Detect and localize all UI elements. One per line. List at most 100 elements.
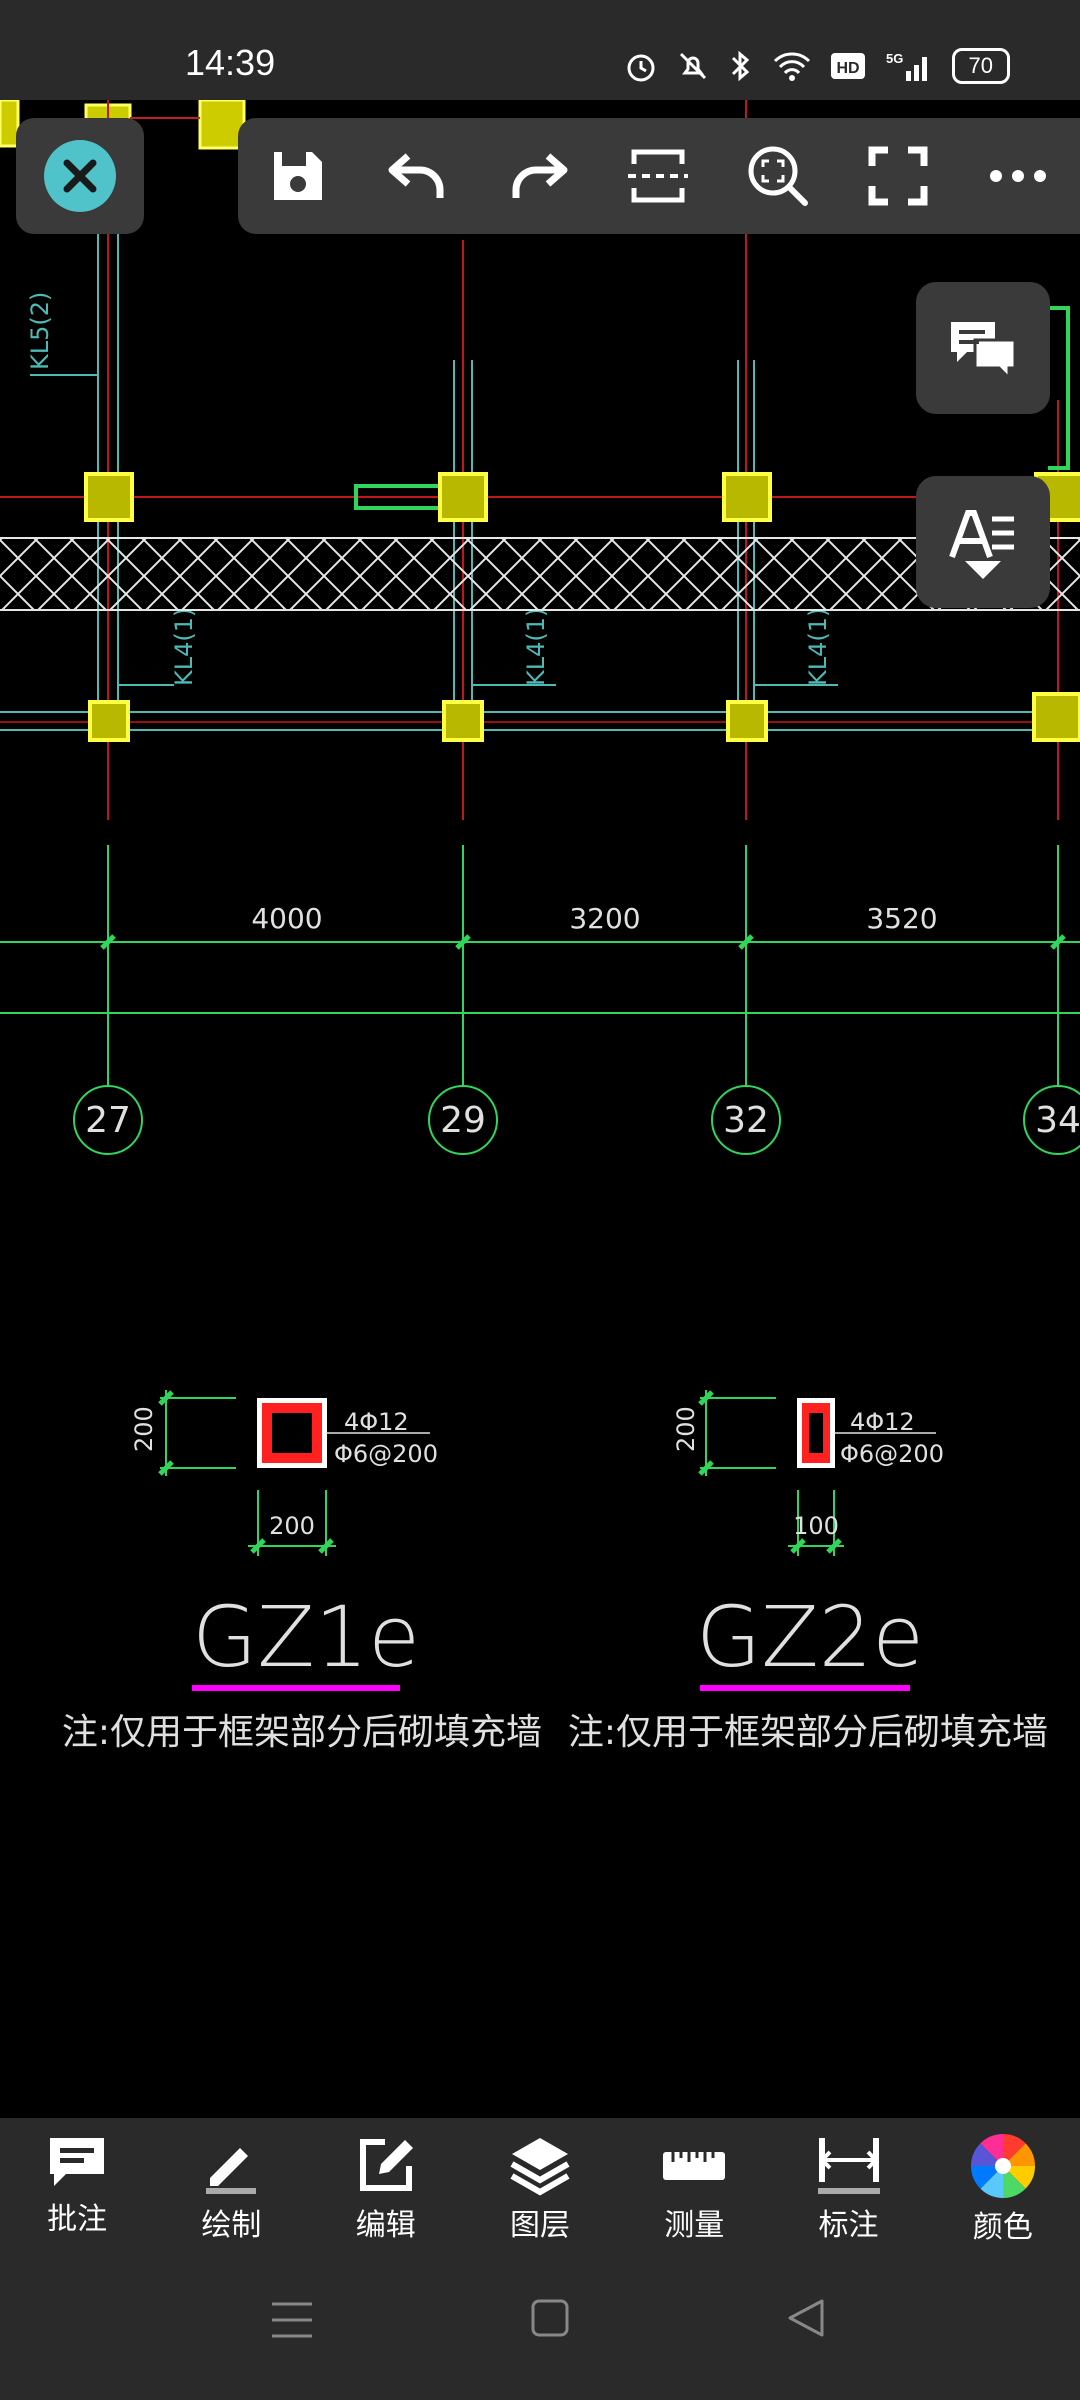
detail-gz2e: 200 4Φ12 Φ6@200 100 GZ2e 注:仅用于框架部分后砌填充墙	[568, 1390, 1048, 1753]
dimension-label: 4000	[251, 902, 322, 935]
tab-label: 颜色	[972, 2210, 1033, 2245]
tab-draw[interactable]: 绘制	[156, 2118, 306, 2248]
column-marker	[438, 472, 488, 522]
status-time: 14:39	[185, 42, 276, 83]
zoom-extent-button[interactable]	[718, 118, 838, 234]
comments-icon	[951, 322, 1017, 380]
axis-number: 29	[440, 1100, 486, 1141]
alarm-icon	[627, 54, 655, 82]
color-wheel-icon	[970, 2134, 1035, 2198]
more-button[interactable]	[958, 118, 1078, 234]
axis-number: 32	[723, 1100, 769, 1141]
text-style-button[interactable]	[916, 476, 1050, 608]
tab-label: 测量	[664, 2208, 725, 2243]
detail-gz1e: 200 4Φ12 Φ6@200 200 GZ1e 注:仅用于框架部分后砌填充墙	[62, 1390, 542, 1753]
column-marker	[88, 700, 130, 742]
axis-bubble	[73, 1085, 143, 1155]
tab-layers[interactable]: 图层	[465, 2118, 615, 2248]
axis-bubble	[711, 1085, 781, 1155]
dimension-icon	[817, 2138, 880, 2194]
undo-button[interactable]	[358, 118, 478, 234]
redo-button[interactable]	[478, 118, 598, 234]
column-marker	[442, 700, 484, 742]
axis-number: 34	[1035, 1100, 1080, 1141]
tab-label: 标注	[818, 2208, 879, 2243]
more-icon	[990, 170, 1046, 182]
column-marker	[84, 472, 134, 522]
undo-icon	[388, 153, 444, 198]
comments-button[interactable]	[916, 282, 1050, 414]
back-icon[interactable]	[786, 2298, 826, 2338]
dimension-label: 200	[672, 1406, 700, 1452]
annotate-icon	[50, 2138, 105, 2186]
svg-text:5G: 5G	[886, 51, 903, 66]
signal-5g-icon: 5G	[886, 51, 927, 81]
redo-icon	[512, 153, 568, 198]
rebar-main-label: 4Φ12	[850, 1408, 915, 1436]
hd-icon: HD	[830, 53, 865, 79]
crop-region-icon	[628, 149, 688, 203]
detail-note: 注:仅用于框架部分后砌填充墙	[568, 1712, 1048, 1753]
rebar-stirrup-label: Φ6@200	[840, 1440, 944, 1468]
axis-number: 27	[85, 1100, 131, 1141]
beam-label: KL5(2)	[26, 292, 54, 370]
tab-annotate[interactable]: 批注	[2, 2118, 152, 2248]
dimension-label: 3520	[866, 902, 937, 935]
svg-text:HD: HD	[836, 60, 859, 77]
layers-icon	[510, 2138, 570, 2196]
measure-icon	[663, 2152, 726, 2180]
bluetooth-icon	[731, 50, 749, 82]
dimension-label: 3200	[569, 902, 640, 935]
detail-title: GZ1e	[192, 1588, 420, 1686]
rebar-stirrup-label: Φ6@200	[334, 1440, 438, 1468]
tab-dimension[interactable]: 标注	[774, 2118, 924, 2248]
close-button[interactable]	[16, 118, 144, 234]
tab-label: 图层	[509, 2208, 570, 2243]
battery-indicator: 70	[951, 48, 1010, 84]
detail-note: 注:仅用于框架部分后砌填充墙	[62, 1712, 542, 1753]
tab-color[interactable]: 颜色	[928, 2118, 1078, 2248]
mute-icon	[679, 52, 706, 80]
dimension-label: 200	[269, 1512, 315, 1540]
axis-bubble	[428, 1085, 498, 1155]
region-select-button[interactable]	[598, 118, 718, 234]
column-marker	[1032, 692, 1080, 742]
detail-title: GZ2e	[696, 1588, 924, 1686]
fullscreen-button[interactable]	[838, 118, 958, 234]
menu-icon[interactable]	[270, 2300, 314, 2340]
home-icon[interactable]	[530, 2298, 570, 2338]
wifi-icon	[773, 52, 810, 81]
column-marker	[198, 100, 246, 150]
tab-label: 绘制	[201, 2208, 262, 2243]
hatched-wall	[0, 538, 1080, 610]
system-nav-bar	[0, 2248, 1080, 2400]
cad-canvas[interactable]: KL5(2) KL4(1) KL4(1) KL4(1) 4000 3200 35…	[0, 100, 1080, 2118]
edit-icon	[359, 2139, 413, 2191]
close-icon	[44, 140, 116, 212]
beam-label: KL4(1)	[522, 608, 550, 686]
column-marker	[722, 472, 772, 522]
zoom-extent-icon	[748, 146, 808, 206]
beam-label: KL4(1)	[804, 608, 832, 686]
axis-bubble	[1023, 1085, 1080, 1155]
top-toolbar	[238, 118, 1080, 234]
status-icons: HD 5G 70	[624, 48, 1010, 84]
tab-label: 批注	[47, 2202, 108, 2237]
save-button[interactable]	[238, 118, 358, 234]
dimension-label: 100	[793, 1512, 839, 1540]
beam-label: KL4(1)	[170, 608, 198, 686]
chevron-down-icon	[965, 561, 1001, 579]
bottom-tab-bar: 批注 绘制 编辑 图层 测量 标注 颜色	[0, 2118, 1080, 2248]
status-bar: 14:39 HD 5G 70	[0, 0, 1080, 100]
draw-icon	[206, 2148, 257, 2194]
save-icon	[274, 152, 322, 200]
column-marker	[726, 700, 768, 742]
tab-measure[interactable]: 测量	[619, 2118, 769, 2248]
column-marker	[0, 100, 20, 148]
text-style-icon	[949, 510, 1014, 559]
dimension-label: 200	[130, 1406, 158, 1452]
tab-edit[interactable]: 编辑	[311, 2118, 461, 2248]
tab-label: 编辑	[355, 2208, 416, 2243]
fullscreen-icon	[868, 146, 928, 206]
rebar-main-label: 4Φ12	[344, 1408, 409, 1436]
